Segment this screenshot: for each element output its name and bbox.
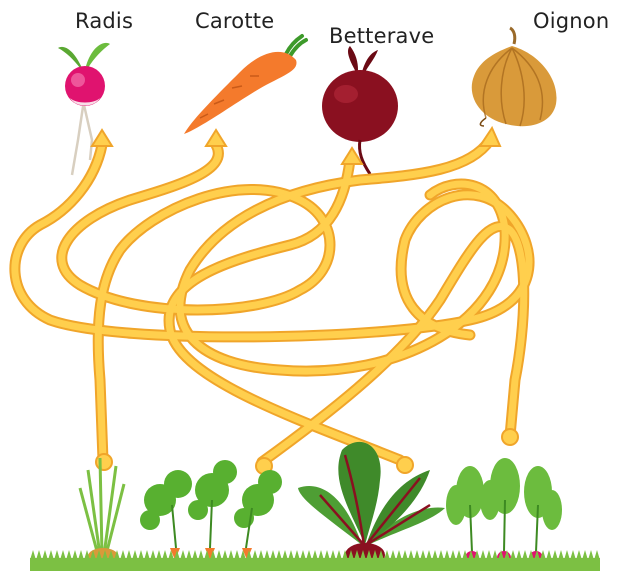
carrot-icon[interactable] [184,36,306,134]
beet-plant-icon[interactable] [298,442,445,567]
onion-plant-icon[interactable] [80,458,124,564]
radish-plant-icon[interactable] [446,458,562,565]
start-dot-icon[interactable] [96,429,518,474]
carrot-plant-icon[interactable] [140,460,282,560]
arrow-up-icon [92,128,500,164]
beet-icon[interactable] [322,46,398,174]
onion-icon[interactable] [472,28,557,126]
maze-paths[interactable] [15,140,529,462]
